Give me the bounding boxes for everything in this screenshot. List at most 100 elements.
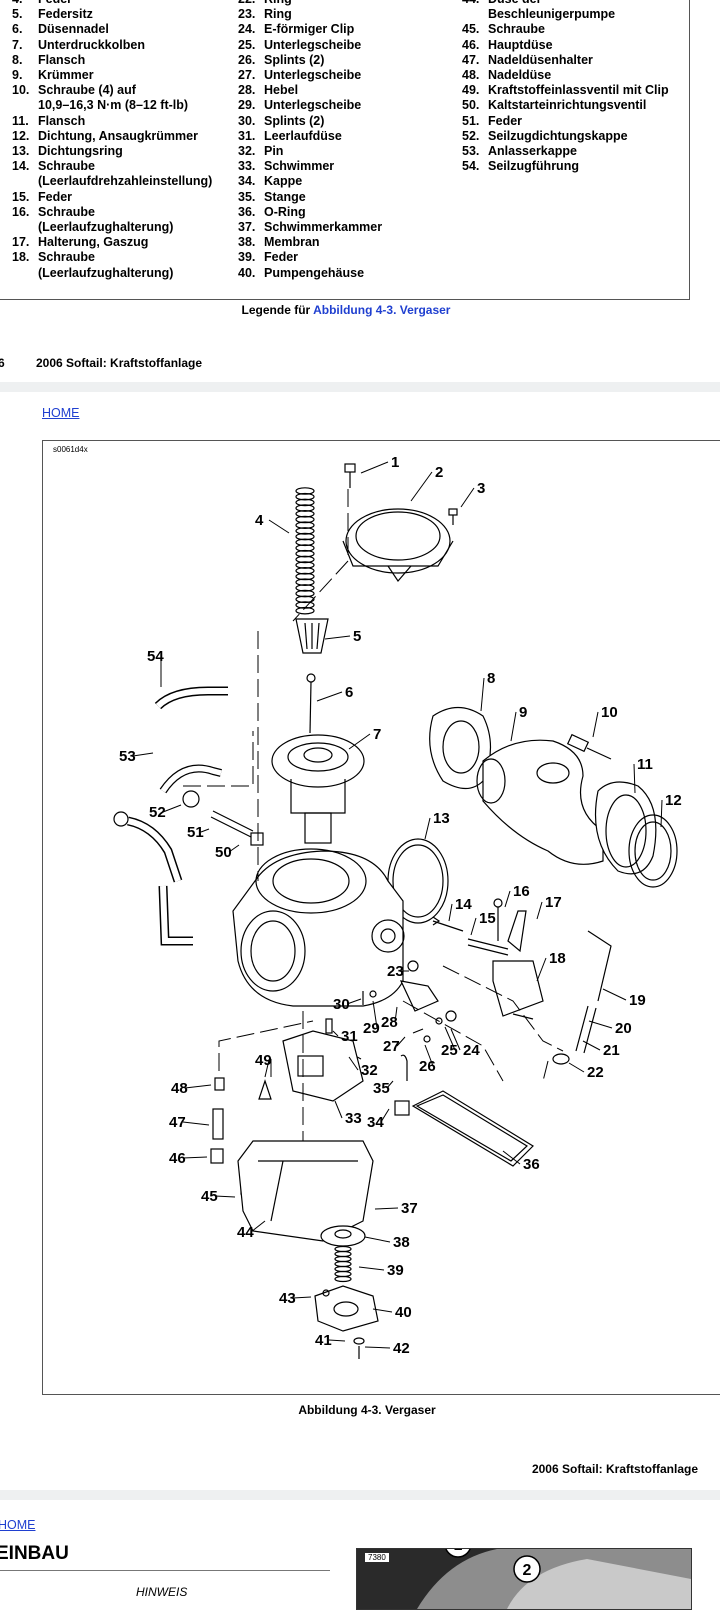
legend-item-number (12, 266, 38, 281)
callout-label: 7 (373, 726, 381, 743)
legend-item: 54.Seilzugführung (462, 159, 669, 174)
photo-callout-circle (513, 1555, 541, 1583)
callout-leader (346, 998, 362, 1005)
legend-item-text: Düsennadel (38, 22, 109, 37)
callout-label: 17 (545, 894, 562, 911)
legend-item: 50.Kaltstarteinrichtungsventil (462, 98, 669, 113)
note-heading: HINWEIS (136, 1585, 188, 1599)
callout-label: 1 (391, 454, 399, 471)
legend-item-number: 4. (12, 0, 38, 7)
legend-item: 46.Hauptdüse (462, 38, 669, 53)
figure-frame: s0061d4x (42, 440, 720, 1395)
callout-label: 19 (629, 992, 646, 1009)
legend-item: 31. Leerlaufdüse (238, 129, 382, 144)
legend-item-text: Membran (264, 235, 320, 250)
figure-link[interactable]: Abbildung 4-3. Vergaser (313, 303, 451, 317)
callout-label: 33 (345, 1110, 362, 1127)
legend-item-text: Seilzugdichtungskappe (488, 128, 628, 143)
installation-photo: 7380 12 (356, 1548, 692, 1610)
callout-label: 52 (149, 804, 166, 821)
legend-item: 24.E-förmiger Clip (238, 22, 382, 37)
callout-leader (228, 844, 240, 853)
legend-item: 38. Membran (238, 235, 382, 250)
legend-item-text: Flansch (38, 113, 86, 128)
callout-leader (334, 1100, 343, 1119)
legend-item: 25.Unterlegscheibe (238, 38, 382, 53)
legend-item: 22.Ring (238, 0, 382, 7)
legend-item: Beschleunigerpumpe (462, 7, 669, 22)
legend-item-text: Kappe (264, 174, 303, 189)
callout-label: 8 (487, 670, 495, 687)
legend-item-text: (Leerlaufzughalterung) (38, 265, 174, 280)
callout-leader (200, 828, 210, 833)
legend-item: 10,9–16,3 N·m (8–12 ft-lb) (12, 98, 212, 113)
page-separator (0, 382, 720, 392)
legend-item-number: 13. (12, 144, 30, 159)
callout-label: 38 (393, 1234, 410, 1251)
callout-label: 47 (169, 1114, 186, 1131)
legend-item-number: 31. (238, 128, 256, 143)
legend-item-number: 6. (12, 22, 23, 37)
callout-label: 16 (513, 883, 530, 900)
legend-item: (Leerlaufzughalterung) (12, 220, 212, 235)
legend-item-number: 28. (238, 83, 256, 98)
legend-item-number: 38. (238, 235, 256, 250)
legend-item: 14.Schraube (12, 159, 212, 174)
legend-item-number: 17. (12, 235, 30, 250)
callout-leader (348, 733, 371, 750)
callout-leader (324, 635, 351, 640)
legend-caption: Legende für Abbildung 4-3. Vergaser (0, 303, 692, 317)
home-link-2[interactable]: HOME (0, 1518, 36, 1532)
legend-item: 33.Schwimmer (238, 159, 382, 174)
callout-label: 13 (433, 810, 450, 827)
callout-label: 24 (463, 1042, 480, 1059)
legend-item-number (12, 174, 38, 189)
callout-label: 51 (187, 824, 204, 841)
callout-leader (410, 471, 433, 502)
callout-label: 48 (171, 1080, 188, 1097)
legend-item-number: 33. (238, 159, 256, 174)
legend-item-number: 22. (238, 0, 264, 7)
callout-label: 22 (587, 1064, 604, 1081)
legend-item-text: Halterung, Gaszug (38, 235, 149, 250)
callout-leader (444, 1026, 456, 1051)
legend-item-text: Schwimmerkammer (264, 220, 383, 235)
legend-item: 29. Unterlegscheibe (238, 98, 382, 113)
callout-label: 45 (201, 1188, 218, 1205)
home-link[interactable]: HOME (42, 406, 80, 420)
legend-item-number: 45. (462, 22, 480, 37)
legend-item-number: 44. (462, 0, 488, 7)
legend-item-number: 7. (12, 37, 23, 52)
photo-id: 7380 (365, 1553, 389, 1562)
callout-label: 10 (601, 704, 618, 721)
legend-item: 23. Ring (238, 7, 382, 22)
callout-leader (502, 1150, 521, 1165)
legend-item-text: Nadeldüse (488, 68, 552, 83)
legend-item: 28.Hebel (238, 83, 382, 98)
callout-label: 41 (315, 1332, 332, 1349)
legend-item-text: Federsitz (38, 7, 93, 22)
callout-leader (328, 1339, 346, 1342)
legend-item-text: Ring (264, 7, 292, 22)
legend-item-text: Unterdruckkolben (38, 37, 145, 52)
legend-item-text: Kaltstarteinrichtungsventil (488, 98, 647, 113)
legend-item-text: Leerlaufdüse (264, 128, 342, 143)
legend-item-number: 35. (238, 189, 256, 204)
callout-label: 11 (637, 756, 653, 773)
legend-item-number: 14. (12, 159, 30, 174)
legend-item-number: 23. (238, 7, 256, 22)
section-rule (0, 1570, 330, 1571)
callout-label: 32 (361, 1062, 378, 1079)
legend-item-number: 29. (238, 98, 256, 113)
legend-item: (Leerlaufdrehzahleinstellung) (12, 174, 212, 189)
legend-item-number: 12. (12, 128, 30, 143)
callout-leader (364, 1346, 391, 1349)
page-number: -6 (0, 356, 5, 370)
legend-item-text: Unterlegscheibe (264, 98, 362, 113)
figure-caption: Abbildung 4-3. Vergaser (298, 1403, 436, 1417)
callout-label: 49 (255, 1052, 272, 1069)
legend-item-number: 52. (462, 128, 480, 143)
callout-leader (510, 711, 517, 742)
legend-item-text: E-förmiger Clip (264, 22, 355, 37)
